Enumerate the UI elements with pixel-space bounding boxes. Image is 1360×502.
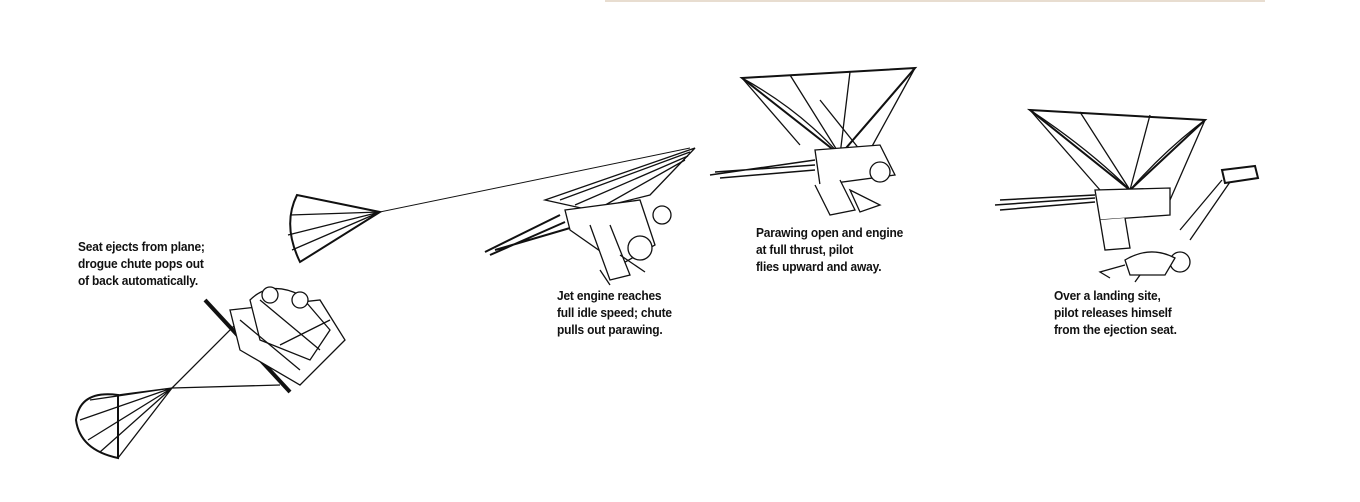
- top-border-line: [605, 0, 1265, 2]
- caption-step-3: Parawing open and engine at full thrust,…: [756, 224, 903, 275]
- parawing-stage-3: [739, 66, 918, 157]
- caption-line: drogue chute pops out: [78, 256, 204, 271]
- caption-line: Jet engine reaches: [557, 288, 662, 303]
- ejection-seat-stage-1: [203, 286, 346, 394]
- released-seat-stage-4: [994, 164, 1260, 251]
- caption-line: full idle speed; chute: [557, 305, 672, 320]
- caption-line: Over a landing site,: [1054, 288, 1161, 303]
- caption-line: pilot releases himself: [1054, 305, 1172, 320]
- caption-line: Parawing open and engine: [756, 225, 904, 240]
- caption-step-1: Seat ejects from plane; drogue chute pop…: [78, 238, 205, 289]
- caption-line: of back automatically.: [78, 273, 199, 288]
- caption-line: at full thrust, pilot: [756, 242, 854, 257]
- caption-step-4: Over a landing site, pilot releases hims…: [1054, 287, 1177, 338]
- parawing-stage-4: [1026, 108, 1208, 201]
- pilot-stage-4: [1098, 251, 1191, 283]
- caption-line: Seat ejects from plane;: [78, 239, 205, 254]
- drogue-chute-stage-2: [287, 147, 691, 264]
- seat-and-pilot-stage-3: [709, 144, 896, 216]
- folded-parawing-stage-2: [484, 147, 696, 256]
- caption-line: flies upward and away.: [756, 259, 882, 274]
- caption-line: from the ejection seat.: [1054, 322, 1177, 337]
- caption-line: pulls out parawing.: [557, 322, 663, 337]
- caption-step-2: Jet engine reaches full idle speed; chut…: [557, 287, 672, 338]
- drogue-chute-stage-1: [74, 289, 281, 460]
- seat-and-pilot-stage-2: [564, 199, 672, 286]
